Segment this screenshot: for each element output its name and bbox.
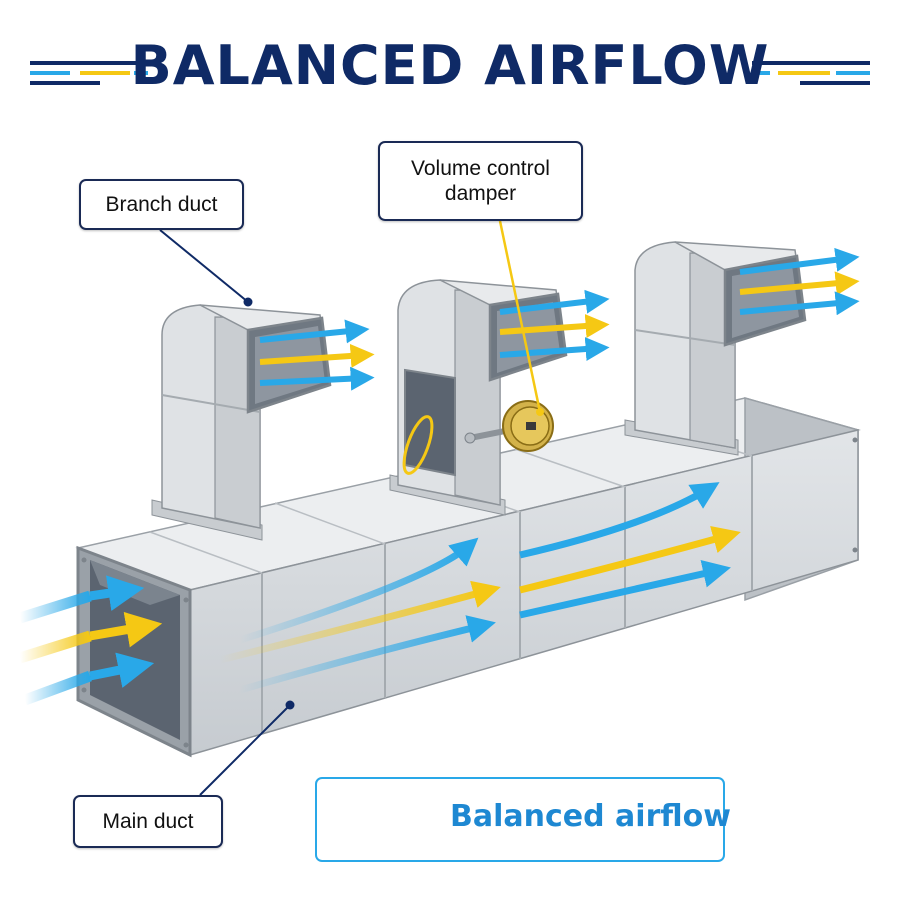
volume-control-damper-label: Volume control damper	[378, 141, 583, 221]
page-title: BALANCED AIRFLOW	[130, 34, 770, 97]
outlet-airflow-center	[499, 289, 610, 361]
outlet-airflow-right	[739, 247, 860, 316]
legend-label: Balanced airflow	[450, 799, 731, 834]
branch-duct-label: Branch duct	[79, 179, 244, 230]
title-decoration-left	[30, 61, 148, 85]
callout-leader-damper	[498, 220, 544, 416]
main-duct-label: Main duct	[73, 795, 223, 848]
callout-leader-main	[199, 700, 295, 796]
title-decoration-right	[752, 61, 870, 85]
callout-leader-branch	[159, 229, 253, 307]
outlet-airflow-left	[259, 319, 375, 391]
main-duct-airflow	[219, 482, 741, 694]
legend-box	[315, 777, 725, 862]
inlet-airflow-arrows	[18, 575, 163, 706]
damper-handle	[502, 400, 554, 452]
damper-blade	[402, 415, 434, 475]
